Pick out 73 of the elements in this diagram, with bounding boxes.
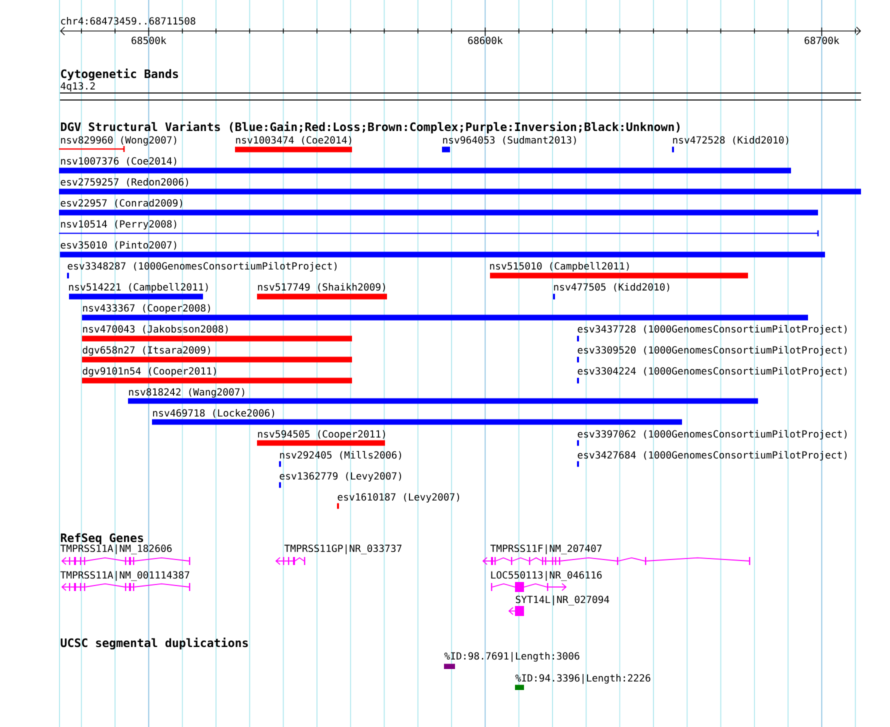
track-heading: UCSC segmental duplications	[60, 638, 248, 650]
variant-bar	[442, 146, 450, 152]
variant-label: esv3348287 (1000GenomesConsortiumPilotProject)	[68, 262, 337, 272]
gene-model	[61, 557, 190, 565]
variant-bar	[82, 336, 352, 342]
variant-label: nsv517749 (Shaikh2009)	[258, 283, 385, 292]
variant-bar	[82, 356, 352, 362]
variant-label: esv3437728 (1000GenomesConsortiumPilotProject)	[578, 325, 847, 335]
track-heading: DGV Structural Variants (Blue:Gain;Red:Loss;Brown:Complex;Purple:Inversion;Black:Unknown)	[60, 122, 680, 134]
variant-label: esv1610187 (Levy2007)	[338, 493, 460, 503]
variant-label: dgv9101n54 (Cooper2011)	[82, 367, 216, 377]
variant-label: dgv658n27 (Itsara2009)	[82, 346, 210, 356]
variant-label: nsv1003474 (Coe2014)	[236, 136, 352, 145]
variant-bar	[69, 294, 203, 300]
gene-label: SYT14L|NR_027094	[516, 596, 610, 606]
variant-bar	[82, 378, 352, 384]
duplication-label: %ID:94.3396|Length:2226	[515, 674, 650, 684]
variant-label: nsv1007376 (Coe2014)	[61, 157, 176, 166]
scale-label: 68500k	[132, 36, 166, 44]
gene-model	[275, 557, 306, 565]
duplication-label: %ID:98.7691|Length:3006	[444, 652, 580, 662]
gene-label: TMPRSS11A|NM_182606	[60, 544, 172, 554]
variant-label: nsv818242 (Wang2007)	[129, 388, 244, 398]
variant-bar	[128, 398, 758, 404]
gene-model	[482, 557, 750, 565]
variant-label: nsv829960 (Wong2007)	[61, 136, 176, 146]
variant-label: esv3304224 (1000GenomesConsortiumPilotProject)	[578, 367, 847, 377]
variant-label: esv1362779 (Levy2007)	[280, 472, 402, 482]
track-heading: RefSeq Genes	[60, 533, 144, 544]
variant-label: nsv472528 (Kidd2010)	[673, 136, 788, 145]
variant-bar	[490, 272, 748, 278]
gene-label: LOC550113|NR_046116	[491, 571, 602, 581]
variant-label: nsv470043 (Jakobsson2008)	[83, 325, 228, 334]
variant-bar	[152, 419, 682, 425]
variant-label: nsv594505 (Cooper2011)	[258, 430, 385, 440]
variant-bar	[59, 168, 792, 174]
variant-label: esv3309520 (1000GenomesConsortiumPilotProject)	[578, 346, 847, 356]
variant-line	[59, 146, 125, 152]
scale-label: 68700k	[804, 36, 840, 44]
gene-label: TMPRSS11F|NM_207407	[490, 544, 602, 554]
variant-bar	[82, 314, 808, 320]
variant-label: nsv10514 (Perry2008)	[61, 220, 176, 230]
location-label: chr4:68473459..68711508	[61, 17, 196, 25]
variant-label: esv35010 (Pinto2007)	[60, 241, 176, 250]
gene-label: TMPRSS11GP|NR_033737	[284, 544, 402, 554]
variant-label: nsv433367 (Cooper2008)	[83, 304, 210, 314]
variant-label: nsv469718 (Locke2006)	[153, 409, 274, 418]
variant-label: nsv515010 (Campbell2011)	[490, 262, 629, 272]
duplication-bar	[444, 664, 455, 669]
variant-bar	[257, 440, 385, 446]
variant-bar	[59, 210, 818, 216]
variant-label: nsv292405 (Mills2006)	[280, 451, 402, 460]
variant-label: esv3397062 (1000GenomesConsortiumPilotProject)	[578, 430, 847, 440]
variant-label: esv2759257 (Redon2006)	[60, 178, 188, 187]
variant-line	[59, 230, 819, 236]
variant-label: nsv514221 (Campbell2011)	[69, 283, 208, 293]
band-label: 4q13.2	[60, 82, 95, 92]
scale-label: 68600k	[468, 36, 503, 44]
variant-label: esv22957 (Conrad2009)	[60, 199, 182, 208]
gene-model	[491, 582, 567, 592]
variant-bar	[672, 146, 674, 152]
variant-label: nsv964053 (Sudmant2013)	[443, 136, 576, 145]
gene-model	[508, 606, 524, 616]
gene-model	[61, 583, 190, 591]
variant-label: esv3427684 (1000GenomesConsortiumPilotProject)	[578, 451, 847, 461]
gene-label: TMPRSS11A|NM_001114387	[60, 571, 190, 581]
variant-label: nsv477505 (Kidd2010)	[554, 283, 670, 292]
variant-bar	[60, 252, 826, 258]
variant-bar	[257, 294, 387, 300]
variant-bar	[235, 146, 352, 152]
variant-bar	[59, 188, 862, 194]
duplication-bar	[515, 684, 524, 690]
cytoband	[60, 92, 862, 100]
